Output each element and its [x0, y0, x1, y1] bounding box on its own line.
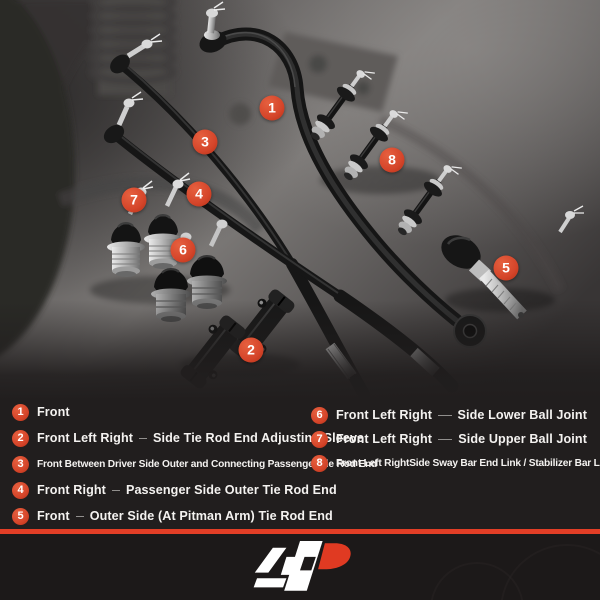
- legend-number-badge: 6: [311, 406, 328, 424]
- legend-leader-line: [438, 438, 453, 440]
- legend-leader-line: [111, 489, 120, 491]
- legend-item-3: 3 Front Between Driver Side Outer and Co…: [12, 451, 377, 477]
- legend-position-label: Front: [37, 405, 70, 419]
- legend-part-name: Side Lower Ball Joint: [457, 408, 587, 422]
- legend-position-label: Front Left Right: [336, 457, 410, 469]
- callout-badge-7: 7: [121, 187, 147, 213]
- legend-position-label: Front Left Right: [336, 408, 433, 422]
- legend-leader-line: [139, 437, 148, 439]
- legend-number-badge: 5: [12, 507, 29, 525]
- callout-badge-2: 2: [238, 337, 264, 363]
- legend-number-badge: 1: [12, 403, 29, 421]
- photo-bottom-fade: [0, 300, 600, 400]
- legend-leader-line: [438, 414, 452, 416]
- legend-position-label: Front: [37, 509, 70, 523]
- legend-position-label: Front Right: [37, 483, 106, 497]
- legend-part-name: Outer Side (At Pitman Arm) Tie Rod End: [89, 509, 333, 523]
- legend-position-label: Front Left Right: [336, 432, 433, 446]
- legend-part-name: Side Upper Ball Joint: [458, 432, 587, 446]
- legend-leader-line: [75, 515, 84, 517]
- legend-part-name: Side Sway Bar End Link / Stabilizer Bar …: [409, 457, 600, 469]
- legend-position-label: Front Between Driver Side Outer and Conn…: [37, 458, 378, 470]
- legend-number-badge: 8: [311, 454, 328, 472]
- legend-item-2: 2 Front Left Right Side Tie Rod End Adju…: [12, 425, 364, 451]
- a-premium-logo-icon: [253, 541, 351, 591]
- legend-item-7: 7 Front Left Right Side Upper Ball Joint: [311, 427, 587, 451]
- product-photo: [0, 0, 600, 400]
- legend-item-4: 4 Front Right Passenger Side Outer Tie R…: [12, 477, 337, 503]
- legend-right-column: 6 Front Left Right Side Lower Ball Joint…: [311, 403, 600, 475]
- photo-background: [0, 0, 600, 400]
- callout-badge-5: 5: [493, 255, 519, 281]
- legend-number-badge: 2: [12, 429, 29, 447]
- legend-part-name: Passenger Side Outer Tie Rod End: [125, 483, 337, 497]
- callout-badge-4: 4: [186, 181, 212, 207]
- legend-left-column: 1 Front 2 Front Left Right Side Tie Rod …: [12, 399, 377, 529]
- legend-number-badge: 3: [12, 455, 29, 473]
- callout-badge-6: 6: [170, 237, 196, 263]
- callout-badge-8: 8: [379, 147, 405, 173]
- legend-number-badge: 7: [311, 430, 328, 448]
- legend-item-8: 8 Front Left Right Side Sway Bar End Lin…: [311, 451, 600, 475]
- legend-item-6: 6 Front Left Right Side Lower Ball Joint: [311, 403, 587, 427]
- brand-footer: [0, 534, 600, 600]
- legend-number-badge: 4: [12, 481, 29, 499]
- callout-badge-3: 3: [192, 129, 218, 155]
- legend-item-1: 1 Front: [12, 399, 301, 425]
- legend-item-5: 5 Front Outer Side (At Pitman Arm) Tie R…: [12, 503, 333, 529]
- red-divider-line: [0, 529, 600, 534]
- callout-badge-1: 1: [259, 95, 285, 121]
- watermark-circle: [500, 544, 600, 600]
- legend-position-label: Front Left Right: [37, 431, 134, 445]
